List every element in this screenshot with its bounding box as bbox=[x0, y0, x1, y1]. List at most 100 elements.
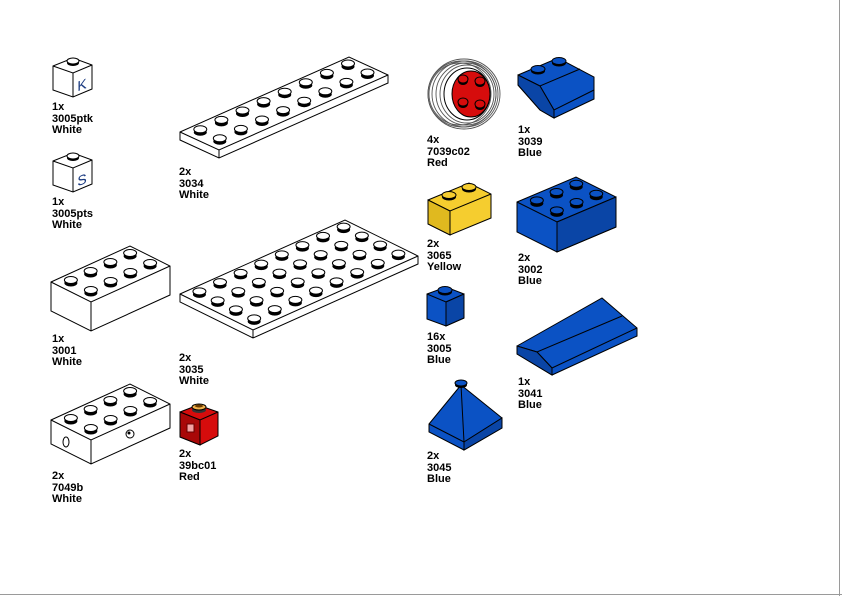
part-number: 3039 bbox=[518, 135, 543, 148]
part-qty: 2x bbox=[179, 352, 192, 364]
stud bbox=[288, 295, 303, 304]
part-color: White bbox=[52, 493, 82, 505]
part-image-3005pts: S bbox=[52, 152, 93, 193]
part-number: 39bc01 bbox=[179, 459, 217, 472]
stud bbox=[549, 188, 564, 197]
part-label-7049b: 2x 7049b White bbox=[52, 470, 84, 506]
stud bbox=[319, 68, 334, 77]
stud bbox=[341, 59, 355, 68]
stud bbox=[313, 250, 328, 259]
stud bbox=[569, 198, 584, 207]
stud bbox=[103, 415, 118, 423]
part-label-7039c02: 4x 7039c02 Red bbox=[427, 134, 470, 170]
stud bbox=[83, 424, 98, 432]
stud bbox=[329, 277, 344, 286]
stud bbox=[336, 222, 351, 231]
print-letter-k: K bbox=[77, 76, 87, 95]
part-qty: 16x bbox=[427, 331, 446, 343]
stud bbox=[391, 249, 406, 258]
stud bbox=[143, 259, 158, 267]
part-qty: 1x bbox=[518, 376, 531, 388]
part-qty: 2x bbox=[179, 448, 192, 460]
page-border-bottom bbox=[0, 594, 842, 595]
stud bbox=[316, 231, 331, 240]
part-qty: 2x bbox=[52, 470, 65, 482]
technic-hole bbox=[62, 436, 70, 448]
print-letter-s: S bbox=[77, 171, 86, 190]
stud bbox=[350, 268, 365, 277]
part-color: White bbox=[52, 124, 82, 136]
part-number: 3035 bbox=[179, 363, 204, 376]
part-qty: 1x bbox=[52, 196, 65, 208]
stud bbox=[293, 259, 308, 268]
part-number: 3045 bbox=[427, 461, 452, 474]
page-border-right bbox=[839, 0, 840, 596]
part-label-3035: 2x 3035 White bbox=[179, 352, 209, 388]
stud bbox=[213, 278, 228, 287]
part-number: 3034 bbox=[179, 177, 204, 190]
part-color: Blue bbox=[518, 275, 542, 287]
part-number: 3005 bbox=[427, 342, 452, 355]
stud bbox=[331, 259, 346, 268]
part-label-3034: 2x 3034 White bbox=[179, 166, 209, 202]
part-qty: 2x bbox=[427, 238, 440, 250]
part-image-3005 bbox=[426, 286, 465, 327]
part-color: Blue bbox=[518, 147, 542, 159]
part-label-3002: 2x 3002 Blue bbox=[518, 252, 542, 288]
stud bbox=[63, 414, 78, 422]
part-image-3045 bbox=[428, 379, 503, 451]
part-label-3005pts: 1x 3005pts White bbox=[52, 196, 93, 232]
part-image-3005ptk: K bbox=[52, 57, 93, 98]
stud bbox=[295, 241, 310, 250]
part-label-3005: 16x 3005 Blue bbox=[427, 331, 452, 367]
stud bbox=[251, 277, 266, 286]
part-image-3039 bbox=[517, 57, 595, 119]
stud bbox=[360, 68, 375, 77]
stud bbox=[297, 96, 312, 105]
stud bbox=[247, 314, 262, 323]
part-number: 3001 bbox=[52, 344, 77, 357]
stud bbox=[274, 250, 289, 259]
part-qty: 4x bbox=[427, 134, 440, 146]
part-qty: 2x bbox=[518, 252, 531, 264]
stud bbox=[103, 396, 118, 404]
part-color: Blue bbox=[427, 354, 451, 366]
part-color: Red bbox=[427, 157, 448, 169]
stud bbox=[63, 276, 78, 284]
part-label-3039: 1x 3039 Blue bbox=[518, 124, 543, 160]
part-image-7049b bbox=[50, 383, 171, 465]
stud bbox=[256, 97, 271, 106]
part-image-3034 bbox=[179, 56, 389, 159]
stud bbox=[549, 206, 564, 215]
part-color: Red bbox=[179, 471, 200, 483]
stud bbox=[334, 240, 349, 249]
part-label-3005ptk: 1x 3005ptk White bbox=[52, 101, 93, 137]
stud bbox=[529, 196, 544, 205]
stud bbox=[83, 286, 98, 294]
stud bbox=[123, 268, 138, 276]
stud bbox=[231, 287, 246, 296]
part-image-3065 bbox=[427, 182, 492, 236]
part-qty: 1x bbox=[52, 101, 65, 113]
part-qty: 1x bbox=[52, 333, 65, 345]
part-label-3001: 1x 3001 White bbox=[52, 333, 82, 369]
part-qty: 2x bbox=[427, 450, 440, 462]
stud bbox=[352, 249, 367, 258]
stud bbox=[123, 406, 138, 414]
stud bbox=[311, 268, 326, 277]
part-color: White bbox=[179, 375, 209, 387]
part-qty: 2x bbox=[179, 166, 192, 178]
stud bbox=[103, 258, 118, 266]
stud bbox=[270, 286, 285, 295]
stud bbox=[83, 405, 98, 413]
stud bbox=[254, 259, 269, 268]
part-number: 7049b bbox=[52, 481, 84, 494]
stud bbox=[210, 296, 225, 305]
stud bbox=[233, 124, 248, 133]
stud bbox=[143, 397, 158, 405]
stud bbox=[339, 77, 354, 86]
part-number: 3041 bbox=[518, 387, 543, 400]
part-image-3041 bbox=[516, 297, 638, 376]
part-label-3045: 2x 3045 Blue bbox=[427, 450, 452, 486]
